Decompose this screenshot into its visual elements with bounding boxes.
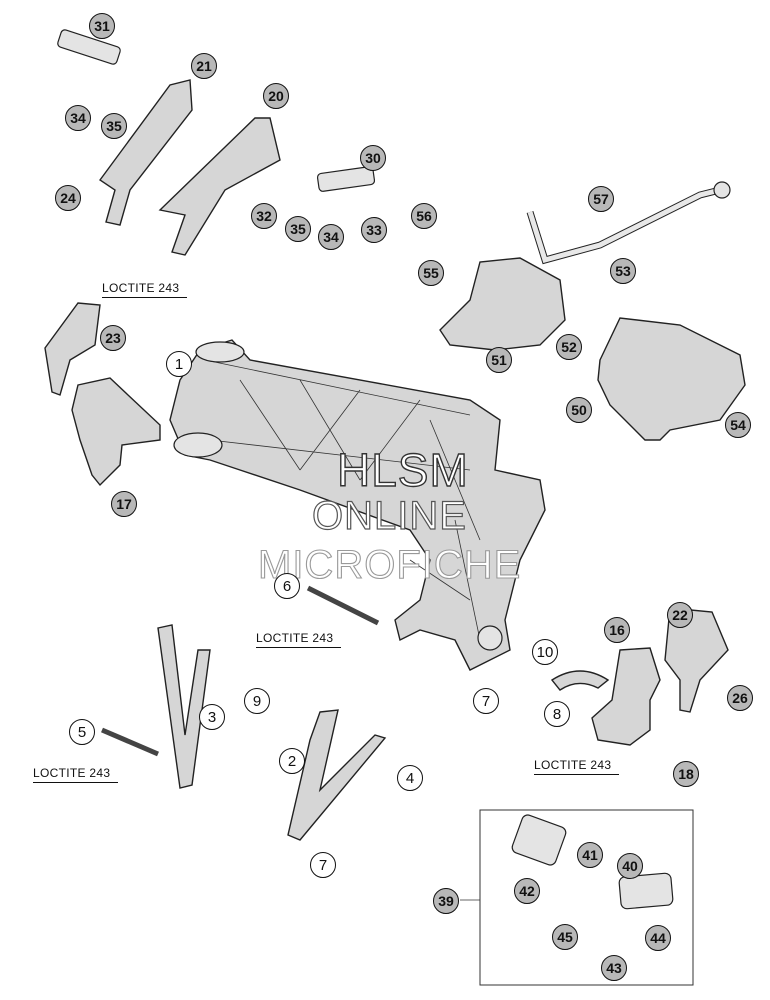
callout-57: 57 — [588, 186, 614, 212]
callout-56: 56 — [411, 203, 437, 229]
callout-55: 55 — [418, 260, 444, 286]
callout-31: 31 — [89, 13, 115, 39]
air-box-drawing — [597, 317, 746, 441]
callout-3: 3 — [199, 704, 225, 730]
bolt-6-drawing — [306, 585, 380, 626]
callout-22: 22 — [667, 602, 693, 628]
callout-24: 24 — [55, 185, 81, 211]
callout-41: 41 — [577, 842, 603, 868]
watermark-line1: HLSM — [336, 443, 469, 496]
callout-34: 34 — [65, 105, 91, 131]
loctite-label: LOCTITE 243 — [33, 766, 119, 783]
callout-8: 8 — [544, 701, 570, 727]
loctite-label: LOCTITE 243 — [534, 758, 620, 775]
callout-6: 6 — [274, 573, 300, 599]
watermark-line3: MICROFICHE — [257, 542, 522, 587]
callout-50: 50 — [566, 397, 592, 423]
bracket-21-drawing — [99, 79, 193, 226]
bracket-23-drawing — [44, 302, 101, 396]
callout-20: 20 — [263, 83, 289, 109]
callout-18: 18 — [673, 761, 699, 787]
callout-21: 21 — [191, 53, 217, 79]
kit-box-39-drawing — [479, 809, 694, 986]
callout-16: 16 — [604, 617, 630, 643]
callout-17: 17 — [111, 491, 137, 517]
callout-54: 54 — [725, 412, 751, 438]
shift-lever-16-drawing — [591, 647, 661, 746]
callout-45: 45 — [552, 924, 578, 950]
brake-pedal-17-drawing — [71, 377, 161, 487]
link-2-drawing — [287, 709, 387, 841]
callout-43: 43 — [601, 955, 627, 981]
tank-bracket-drawing — [439, 257, 566, 351]
callout-35: 35 — [285, 216, 311, 242]
callout-2: 2 — [279, 748, 305, 774]
callout-52: 52 — [556, 334, 582, 360]
callout-1: 1 — [166, 351, 192, 377]
callout-40: 40 — [617, 853, 643, 879]
callout-23: 23 — [100, 325, 126, 351]
loctite-label: LOCTITE 243 — [102, 281, 188, 298]
frame-drawing — [169, 339, 546, 671]
callout-7: 7 — [310, 852, 336, 878]
bracket-22-drawing — [664, 607, 729, 713]
callout-51: 51 — [486, 347, 512, 373]
callout-30: 30 — [360, 145, 386, 171]
callout-39: 39 — [433, 888, 459, 914]
callout-7: 7 — [473, 688, 499, 714]
bracket-20-drawing — [158, 117, 281, 256]
callout-53: 53 — [610, 258, 636, 284]
cover-8-drawing — [550, 670, 610, 691]
loctite-label: LOCTITE 243 — [256, 631, 342, 648]
tube-fill — [527, 187, 721, 264]
callout-33: 33 — [361, 217, 387, 243]
callout-4: 4 — [397, 765, 423, 791]
callout-10: 10 — [532, 639, 558, 665]
callout-34: 34 — [318, 224, 344, 250]
callout-44: 44 — [645, 925, 671, 951]
callout-32: 32 — [251, 203, 277, 229]
callout-26: 26 — [727, 685, 753, 711]
link-3-drawing — [157, 624, 211, 789]
callout-9: 9 — [244, 688, 270, 714]
watermark-line2: ONLINE — [311, 493, 467, 538]
callout-5: 5 — [69, 719, 95, 745]
callout-35: 35 — [101, 113, 127, 139]
callout-42: 42 — [514, 878, 540, 904]
bolt-5-drawing — [101, 727, 159, 757]
